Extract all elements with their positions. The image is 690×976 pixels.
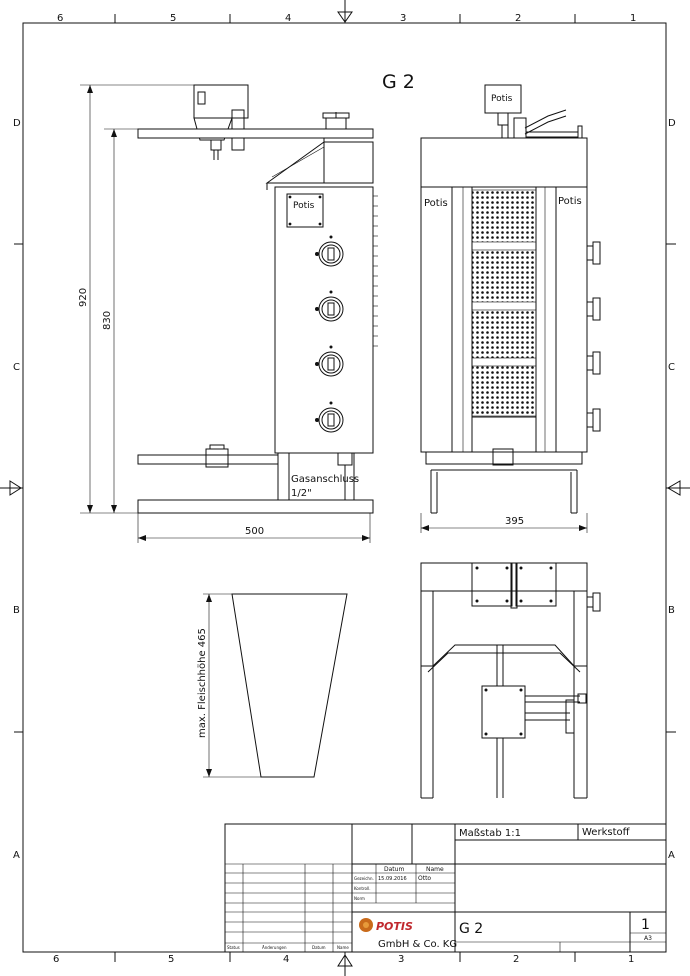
col-label-top: 6 [57, 13, 63, 24]
side-brand-plate [286, 193, 324, 228]
front-left-label: Potis [424, 198, 448, 209]
side-knob [315, 345, 344, 377]
svg-text:A: A [668, 850, 675, 861]
svg-text:2: 2 [513, 954, 519, 965]
cone-height-label: max. Fleischhöhe 465 [197, 628, 208, 738]
rev-changes: Änderungen [262, 945, 287, 950]
part-name: G 2 [459, 921, 483, 937]
company-name: GmbH & Co. KG [378, 939, 457, 950]
date-header: Datum [384, 866, 404, 873]
drawing-title: G 2 [382, 71, 415, 93]
svg-text:5: 5 [170, 13, 176, 24]
svg-text:1: 1 [630, 13, 636, 24]
side-brand-text: Potis [293, 201, 315, 211]
rev-status: Status [227, 945, 240, 950]
front-dimensions: 395 [420, 513, 588, 533]
front-right-label: Potis [558, 196, 582, 207]
svg-text:4: 4 [283, 954, 289, 965]
row-norm: Norm [354, 896, 365, 901]
front-top-plate-text: Potis [491, 94, 513, 104]
top-view [420, 562, 601, 799]
svg-text:3: 3 [400, 13, 406, 24]
rev-date: Datum [312, 945, 326, 950]
sheet-number: 1 [641, 917, 650, 933]
side-dimensions: 920 830 500 [78, 84, 371, 543]
svg-text:6: 6 [53, 954, 59, 965]
name-header: Name [426, 866, 444, 873]
scale-label: Maßstab 1:1 [459, 828, 521, 839]
rev-name: Name [337, 945, 349, 950]
svg-text:C: C [668, 362, 675, 373]
front-view: Potis Potis Potis [420, 84, 601, 514]
row-drawn: Gezeichn. [354, 876, 374, 881]
name-value: Otto [418, 875, 431, 882]
side-knob [315, 290, 344, 322]
sheet-format: A3 [644, 935, 652, 942]
gas-connection-size: 1/2" [291, 488, 312, 499]
svg-text:5: 5 [168, 954, 174, 965]
title-block: Maßstab 1:1 Werkstoff Datum Name Gezeich… [224, 823, 667, 953]
svg-text:C: C [13, 362, 20, 373]
svg-text:D: D [13, 118, 21, 129]
meat-cone: max. Fleischhöhe 465 [197, 593, 348, 778]
svg-text:POTIS: POTIS [376, 920, 413, 933]
svg-text:2: 2 [515, 13, 521, 24]
svg-text:1: 1 [628, 954, 634, 965]
front-top-plate [484, 84, 522, 114]
dim-total-height: 920 [78, 288, 89, 307]
svg-text:4: 4 [285, 13, 291, 24]
dim-front-width: 395 [505, 516, 524, 527]
date-value: 15.09.2016 [378, 876, 407, 882]
svg-text:3: 3 [398, 954, 404, 965]
svg-text:A: A [13, 850, 20, 861]
side-view: Potis Gasans [137, 84, 378, 514]
svg-text:B: B [13, 605, 20, 616]
side-knob [315, 235, 344, 267]
company-logo: POTIS [359, 918, 413, 933]
row-checked: Kontroll. [354, 886, 370, 891]
svg-text:D: D [668, 118, 676, 129]
side-knob [315, 401, 344, 433]
gas-connection-label: Gasanschluss [291, 474, 359, 485]
svg-text:B: B [668, 605, 675, 616]
dim-body-height: 830 [102, 311, 113, 330]
material-label: Werkstoff [582, 827, 631, 838]
dim-side-width: 500 [245, 526, 264, 537]
